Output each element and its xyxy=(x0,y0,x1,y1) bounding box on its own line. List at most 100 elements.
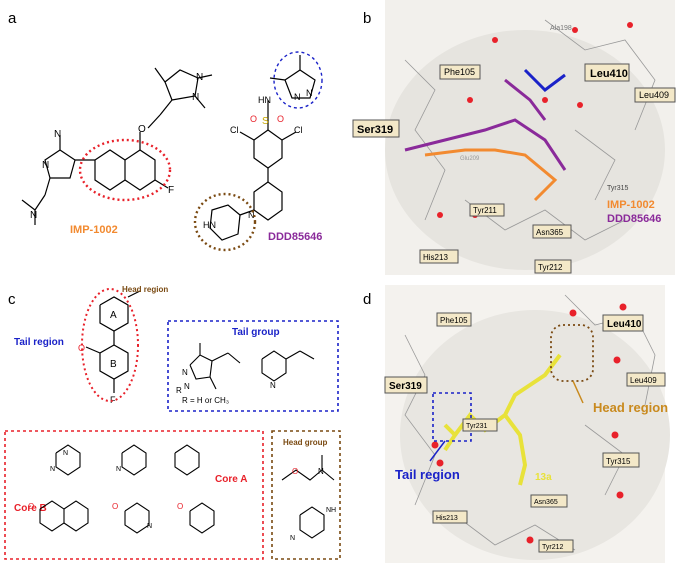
ddd-atom-o1: O xyxy=(250,114,257,124)
d-residue-ser319: Ser319 xyxy=(389,381,422,392)
ddd-atom-hn: HN xyxy=(258,95,271,105)
panel-b-surface xyxy=(385,30,665,270)
head-region-arrow xyxy=(572,380,584,404)
core-o1: O xyxy=(28,502,34,511)
ddd-atom-n-pyr: N xyxy=(248,210,255,220)
residue-ala198: Ala198 xyxy=(550,25,572,32)
core-o3: O xyxy=(177,502,183,511)
legend-imp1002: IMP-1002 xyxy=(607,199,655,211)
imp1002-structure xyxy=(21,67,213,225)
core-structures xyxy=(39,444,215,534)
panel-d-residue-tags: Phe105 Leu410 Leu409 Ser319 Tyr231 Tyr31… xyxy=(384,312,666,553)
core-n4: N xyxy=(147,523,152,530)
ddd-atom-cl1: Cl xyxy=(230,125,239,135)
core-n2: N xyxy=(50,466,55,473)
imp1002-atom-n2: N xyxy=(42,160,49,171)
residue-ser319: Ser319 xyxy=(357,124,393,136)
panel-d-label: d xyxy=(363,291,372,308)
d-residue-his213: His213 xyxy=(436,515,458,522)
head-group-box xyxy=(271,430,341,560)
tail-atom-r: R xyxy=(176,386,182,395)
d-residue-asn365: Asn365 xyxy=(534,499,558,506)
scaffold-structure xyxy=(85,290,141,393)
residue-leu409: Leu409 xyxy=(639,90,669,100)
panel-a-structures: N N N O F N N IMP-1002 HN xyxy=(21,51,323,252)
panel-b-label: b xyxy=(363,10,372,27)
tail-group-title: Tail group xyxy=(232,327,280,338)
tail-pyridine-n: N xyxy=(270,381,276,390)
d-residue-tyr231: Tyr231 xyxy=(466,423,488,430)
panel-c: c A B O F Head region Tail region Tail g… xyxy=(0,285,345,565)
panel-d-waters xyxy=(431,303,627,544)
panel-b-ligands xyxy=(404,68,567,202)
d-residue-tyr315: Tyr315 xyxy=(606,457,631,466)
r-note: R = H or CH₃ xyxy=(182,396,229,405)
tail-region-arrow xyxy=(429,440,446,462)
ligand-13a-label: 13a xyxy=(535,472,552,483)
head-region-label-c: Head region xyxy=(122,285,168,294)
ddd85646-label: DDD85646 xyxy=(268,231,322,243)
imp1002-atom-f: F xyxy=(168,185,174,196)
ddd-head-highlight xyxy=(193,192,257,252)
panel-d-surface xyxy=(400,310,670,560)
head-region-label-d: Head region xyxy=(593,400,668,415)
imp1002-atom-n1: N xyxy=(54,129,61,140)
imp1002-atom-n3: N xyxy=(30,210,37,221)
imp1002-atom-n5: N xyxy=(192,92,199,103)
scaffold-atom-f: F xyxy=(110,395,116,405)
residue-leu410: Leu410 xyxy=(590,68,628,80)
core-o2: O xyxy=(112,502,118,511)
residue-tyr211: Tyr211 xyxy=(473,206,497,215)
panel-b: b Ala198 Phe105 Leu410 Leu409 xyxy=(345,0,685,280)
ddd-atom-cl2: Cl xyxy=(294,125,303,135)
imp1002-atom-n4: N xyxy=(196,72,203,83)
residue-glu209-faint: Glu209 xyxy=(460,156,480,162)
ring-a-label: A xyxy=(110,310,117,321)
tail-pyrazole xyxy=(189,343,241,390)
tail-region-label-c: Tail region xyxy=(14,337,64,348)
ddd-atom-hn2: HN xyxy=(203,220,216,230)
panel-c-scheme: A B O F Head region Tail region Tail gro… xyxy=(4,285,341,560)
head-group-title: Head group xyxy=(283,438,328,447)
tail-region-box-d xyxy=(432,392,472,442)
panel-a-label: a xyxy=(8,10,17,27)
scaffold-atom-o: O xyxy=(78,343,85,353)
ddd-atom-o2: O xyxy=(277,114,284,124)
panel-b-residue-tags: Ala198 Phe105 Leu410 Leu409 Ser319 Tyr31… xyxy=(352,25,676,274)
panel-b-protein-view: Ala198 Phe105 Leu410 Leu409 Ser319 Tyr31… xyxy=(352,0,676,275)
core-n1: N xyxy=(63,450,68,457)
residue-tyr212: Tyr212 xyxy=(538,263,563,272)
legend-ddd85646: DDD85646 xyxy=(607,213,661,225)
imp1002-atom-o: O xyxy=(138,124,146,135)
core-box xyxy=(4,430,264,560)
panel-a: a N N N O F xyxy=(0,0,340,280)
d-residue-phe105: Phe105 xyxy=(440,316,468,325)
residue-his213: His213 xyxy=(423,253,448,262)
head-atom-o: O xyxy=(292,467,298,476)
panel-c-label: c xyxy=(8,291,16,308)
imp1002-label: IMP-1002 xyxy=(70,224,118,236)
core-highlight-ellipse xyxy=(81,288,139,402)
d-residue-tyr212: Tyr212 xyxy=(542,544,564,551)
tail-atom-n2: N xyxy=(184,382,190,391)
ddd-atom-s: S xyxy=(262,116,269,127)
ddd-atom-n7: N xyxy=(306,88,313,98)
head-atom-nh: NH xyxy=(326,507,336,514)
ring-b-label: B xyxy=(110,359,117,370)
residue-asn365: Asn365 xyxy=(536,228,564,237)
core-n3: N xyxy=(116,466,121,473)
tail-atom-n1: N xyxy=(182,368,188,377)
ddd-atom-n6: N xyxy=(294,92,301,102)
d-residue-leu410: Leu410 xyxy=(607,319,642,330)
ddd85646-structure xyxy=(209,55,316,241)
residue-tyr315: Tyr315 xyxy=(607,185,629,192)
d-residue-leu409: Leu409 xyxy=(630,376,657,385)
tail-group-box xyxy=(167,320,339,412)
ddd-tail-highlight xyxy=(273,51,323,109)
head-atom-n1: N xyxy=(318,467,324,476)
panel-d-ligand xyxy=(443,353,562,486)
tail-region-label-d: Tail region xyxy=(395,467,460,482)
head-atom-n2: N xyxy=(290,535,295,542)
head-group-structures xyxy=(281,455,335,539)
tail-pyridine xyxy=(261,350,315,382)
